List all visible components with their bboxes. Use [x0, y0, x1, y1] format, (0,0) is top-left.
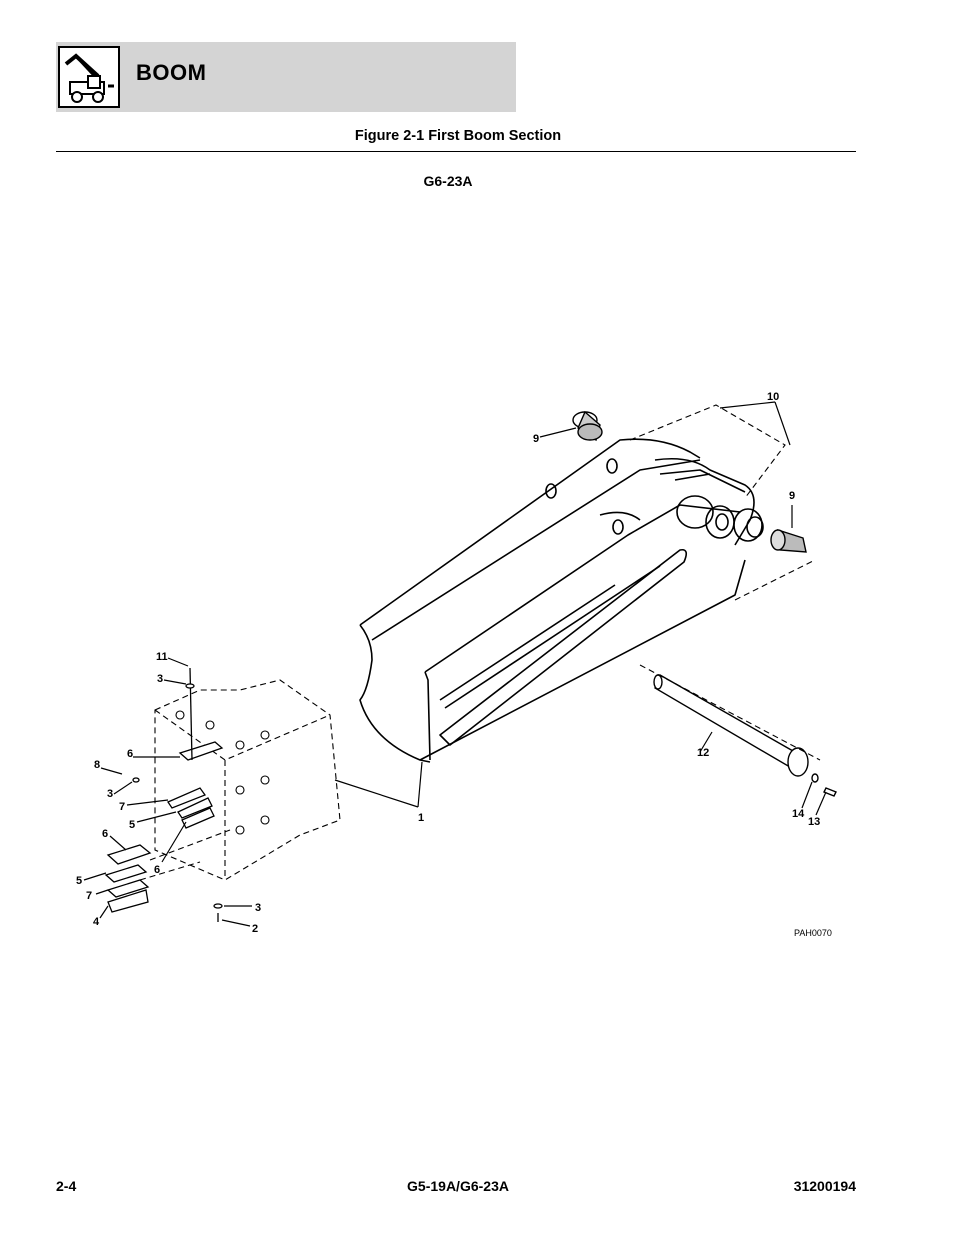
boom-hole	[545, 483, 557, 499]
callout-3: 3	[107, 788, 113, 800]
pad-6	[106, 844, 152, 865]
exploded-boom-drawing: 9 10 9 1 12 14 13 11 3 6 8 3 7 5 6 6 5 7…	[76, 391, 837, 938]
page-number: 2-4	[56, 1178, 77, 1194]
boom-top-edge	[359, 438, 701, 626]
manual-number: 31200194	[793, 1178, 856, 1194]
callout-7: 7	[86, 890, 92, 902]
title-rule	[56, 151, 856, 152]
callout-8: 8	[94, 759, 100, 771]
footer-models: G5-19A/G6-23A	[407, 1178, 509, 1194]
washer-14	[811, 773, 819, 783]
callout-12: 12	[697, 747, 709, 759]
header-bar	[56, 42, 516, 112]
callout-3: 3	[255, 902, 261, 914]
shim-6	[178, 741, 224, 761]
drawing-code: PAH0070	[794, 928, 832, 938]
bolt-11	[189, 667, 193, 761]
shim-7	[167, 787, 207, 809]
callout-6: 6	[102, 828, 108, 840]
callout-11: 11	[156, 651, 168, 663]
callout-3: 3	[157, 673, 163, 685]
pivot-pin	[654, 673, 801, 772]
boom-hole	[612, 519, 624, 535]
pad-7	[106, 879, 150, 898]
callout-4: 4	[93, 916, 100, 928]
section-title: BOOM	[136, 60, 207, 85]
figure-title: Figure 2-1 First Boom Section	[354, 128, 562, 144]
pad-5	[104, 864, 148, 883]
callout-5: 5	[76, 875, 82, 887]
bolt-13	[823, 787, 837, 797]
callout-1: 1	[418, 812, 424, 824]
pivot-eye	[676, 495, 714, 529]
boom-bottom-edge	[419, 559, 746, 761]
callout-13: 13	[808, 816, 820, 828]
callout-9: 9	[789, 490, 795, 502]
telehandler-icon	[58, 46, 120, 108]
callout-7: 7	[119, 801, 125, 813]
callout-10: 10	[767, 391, 779, 403]
callout-6: 6	[154, 864, 160, 876]
boom-end-profile	[359, 624, 431, 763]
callout-5: 5	[129, 819, 135, 831]
pad-4	[107, 889, 149, 913]
shim-5	[177, 797, 213, 819]
model-label: G6-23A	[423, 173, 473, 189]
boom-slot	[439, 548, 688, 746]
callout-9: 9	[533, 433, 539, 445]
boom-hole	[606, 458, 618, 474]
callout-2: 2	[252, 923, 258, 935]
mounting-block	[154, 679, 341, 881]
callout-6: 6	[127, 748, 133, 760]
callout-14: 14	[792, 808, 805, 820]
